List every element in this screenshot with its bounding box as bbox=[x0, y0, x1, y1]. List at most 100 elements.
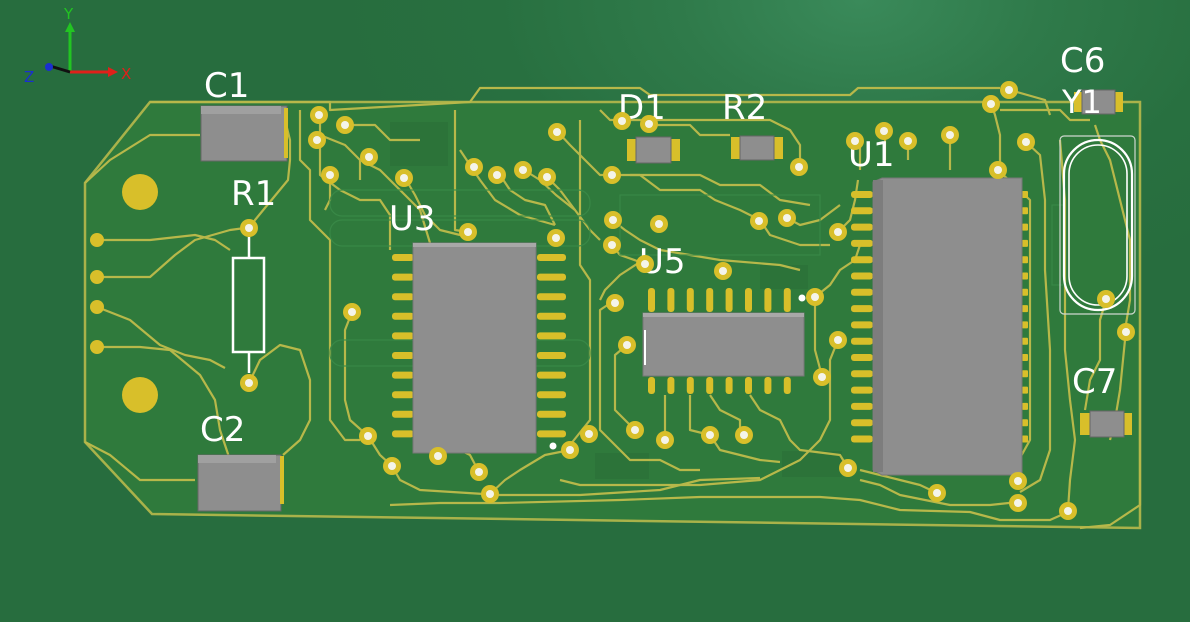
via-hole bbox=[470, 163, 478, 171]
via-hole bbox=[1122, 328, 1130, 336]
via-hole bbox=[486, 490, 494, 498]
u1-pad bbox=[1022, 288, 1028, 296]
via-hole bbox=[475, 468, 483, 476]
via-hole bbox=[400, 174, 408, 182]
y1-label: Y1 bbox=[1061, 83, 1102, 121]
via-hole bbox=[851, 137, 859, 145]
via-hole bbox=[946, 131, 954, 139]
via-hole bbox=[641, 260, 649, 268]
via-hole bbox=[1022, 138, 1030, 146]
u1-pad bbox=[851, 419, 873, 427]
u3-pad bbox=[392, 410, 414, 418]
r2-resistor-smd[interactable] bbox=[731, 135, 783, 161]
via-hole bbox=[755, 217, 763, 225]
u3-pad bbox=[537, 410, 566, 418]
via-hole bbox=[493, 171, 501, 179]
via-hole bbox=[364, 432, 372, 440]
via-hole bbox=[880, 127, 888, 135]
u5-pin1-dot bbox=[798, 294, 806, 302]
via-hole bbox=[623, 341, 631, 349]
u5-pad bbox=[686, 377, 694, 394]
r1-resistor[interactable] bbox=[231, 237, 266, 373]
via-hole bbox=[326, 171, 334, 179]
via-hole bbox=[834, 336, 842, 344]
y-axis-label: Y bbox=[63, 5, 74, 23]
u1-pad bbox=[1022, 370, 1028, 378]
u5-pad bbox=[667, 377, 675, 394]
via-hole bbox=[608, 171, 616, 179]
u5-pad bbox=[648, 288, 655, 312]
u1-pad bbox=[851, 354, 873, 361]
via-hole bbox=[655, 220, 663, 228]
via-hole bbox=[611, 299, 619, 307]
z-axis-line bbox=[49, 64, 71, 74]
u5-pad bbox=[667, 288, 675, 312]
u5-pad bbox=[725, 377, 733, 394]
u1-pads bbox=[851, 191, 1028, 443]
via-hole bbox=[464, 228, 472, 236]
u5-pad bbox=[764, 288, 772, 312]
u1-pad bbox=[1022, 272, 1028, 280]
axis-gizmo: Y X Z bbox=[24, 5, 131, 86]
via-hole bbox=[608, 241, 616, 249]
u1-pad bbox=[851, 223, 873, 231]
via-hole bbox=[811, 293, 819, 301]
via-hole bbox=[348, 308, 356, 316]
u5-pad bbox=[648, 377, 655, 394]
via-hole bbox=[609, 216, 617, 224]
via-hole bbox=[631, 426, 639, 434]
u1-pad bbox=[1022, 223, 1028, 231]
u3-pad bbox=[537, 430, 566, 438]
c1-capacitor[interactable] bbox=[200, 105, 288, 162]
via-hole bbox=[1014, 499, 1022, 507]
c6-capacitor[interactable] bbox=[1074, 89, 1123, 115]
u1-pad bbox=[851, 402, 873, 410]
via-hole bbox=[1005, 86, 1013, 94]
u1-pad bbox=[1022, 321, 1028, 329]
via-hole bbox=[795, 163, 803, 171]
c7-capacitor[interactable] bbox=[1080, 410, 1132, 438]
via-hole bbox=[1064, 507, 1072, 515]
u1-pad bbox=[851, 386, 873, 394]
u5-pad bbox=[706, 377, 714, 394]
r1-label: R1 bbox=[231, 174, 276, 214]
u1-pad bbox=[1022, 239, 1028, 247]
via-hole bbox=[552, 234, 560, 242]
y1-crystal[interactable] bbox=[1059, 135, 1136, 315]
c1-label: C1 bbox=[204, 66, 249, 106]
via-hole bbox=[618, 117, 626, 125]
z-axis-dot bbox=[45, 63, 53, 71]
u1-chip[interactable] bbox=[872, 177, 1023, 476]
u5-pad bbox=[783, 377, 791, 394]
c2-label: C2 bbox=[200, 410, 245, 450]
u1-pad bbox=[851, 272, 873, 280]
u3-label: U3 bbox=[389, 199, 436, 239]
via-hole bbox=[315, 111, 323, 119]
u3-pad bbox=[537, 352, 566, 359]
u5-pad bbox=[745, 377, 752, 394]
u1-pad bbox=[1022, 435, 1028, 443]
d1-diode[interactable] bbox=[627, 136, 680, 164]
u5-chip[interactable] bbox=[642, 312, 805, 377]
c2-capacitor[interactable] bbox=[197, 454, 284, 512]
u5-pads bbox=[648, 288, 791, 394]
via-hole bbox=[553, 128, 561, 136]
u1-pad bbox=[1022, 337, 1028, 345]
z-axis-label: Z bbox=[24, 68, 34, 86]
u1-pad bbox=[851, 435, 873, 443]
via-hole bbox=[706, 431, 714, 439]
via-hole bbox=[719, 267, 727, 275]
u1-pad bbox=[851, 191, 873, 198]
u3-chip[interactable] bbox=[412, 242, 537, 454]
u3-pad bbox=[537, 391, 566, 399]
u3-pad bbox=[392, 430, 414, 438]
u5-pad bbox=[725, 288, 733, 312]
via-hole bbox=[585, 430, 593, 438]
u5-pad bbox=[745, 288, 752, 312]
r2-label: R2 bbox=[722, 88, 767, 128]
u5-pad bbox=[764, 377, 772, 394]
via-hole bbox=[1102, 295, 1110, 303]
via-hole bbox=[904, 137, 912, 145]
u3-pad bbox=[537, 254, 566, 261]
